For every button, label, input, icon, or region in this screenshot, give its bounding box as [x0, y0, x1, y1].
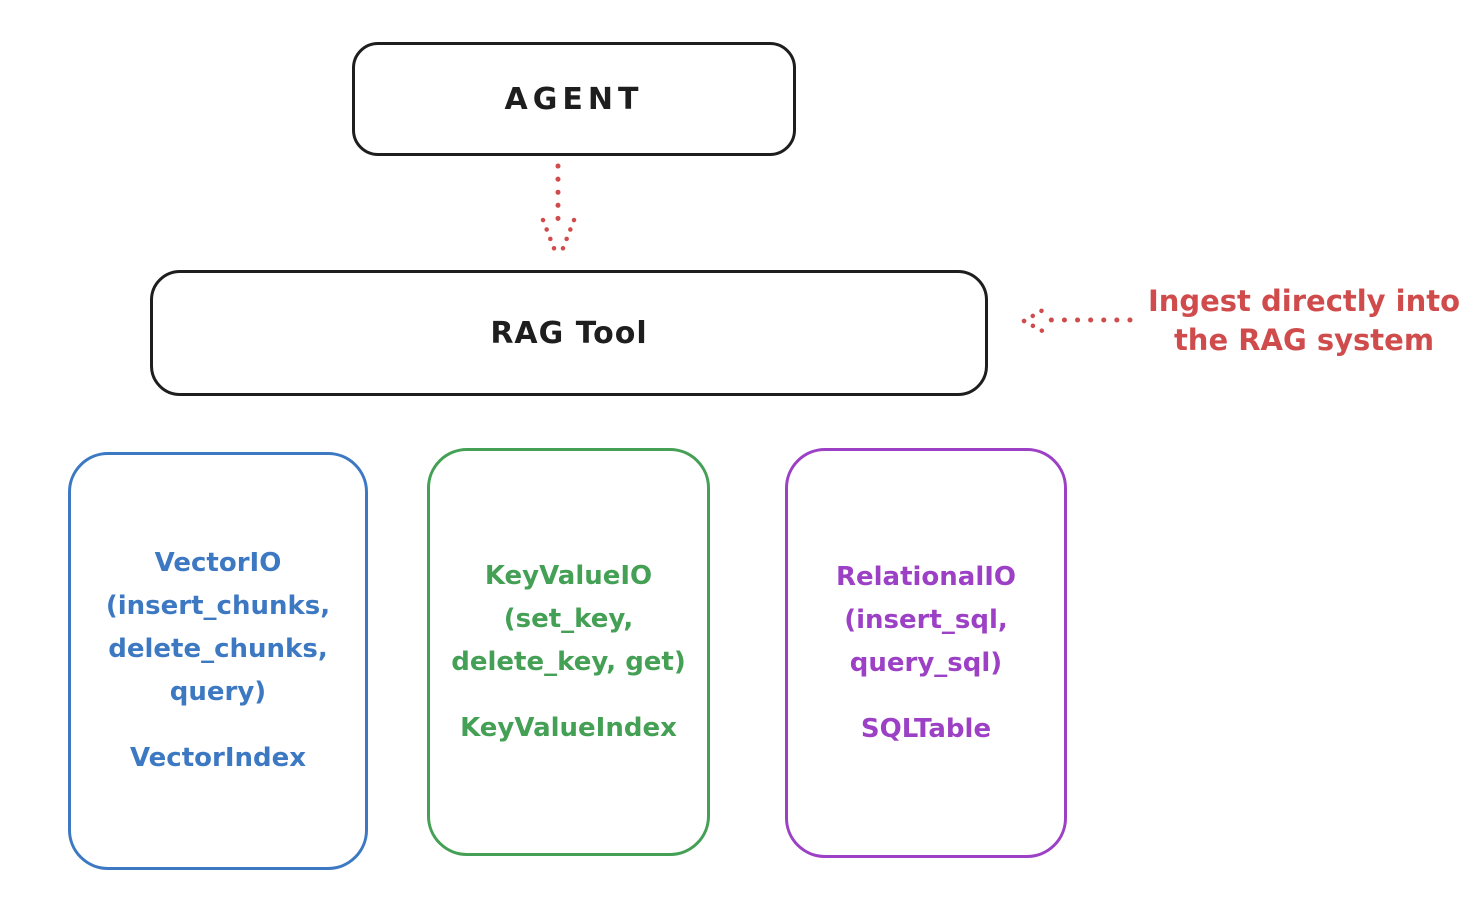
key-value-io-card-text: KeyValueIO (set_key, delete_key, get) Ke…: [451, 555, 686, 750]
relational-io-card-text: RelationalIO (insert_sql, query_sql) SQL…: [836, 556, 1016, 751]
vector-io-card-text: VectorIO (insert_chunks, delete_chunks, …: [106, 542, 330, 780]
ingest-annotation: Ingest directly into the RAG system: [1134, 282, 1474, 360]
card-line: RelationalIO: [835, 561, 1017, 592]
rag-tool-label: RAG Tool: [490, 315, 648, 351]
key-value-index-label: KeyValueIndex: [460, 712, 677, 743]
vector-io-card: VectorIO (insert_chunks, delete_chunks, …: [68, 452, 368, 870]
card-line: VectorIO: [154, 548, 282, 578]
ingest-annotation-line-1: Ingest directly into: [1147, 284, 1461, 318]
card-line: query): [169, 677, 267, 707]
agent-node: AGENT: [352, 42, 796, 156]
ingest-annotation-arrow-icon: [1021, 304, 1133, 337]
card-line: delete_key, get): [451, 646, 686, 677]
card-line: delete_chunks,: [108, 634, 328, 664]
sql-table-label: SQLTable: [860, 713, 992, 744]
card-line: (insert_sql,: [844, 604, 1008, 635]
agent-to-rag-arrow-icon: [540, 163, 577, 259]
vector-index-label: VectorIndex: [129, 743, 307, 773]
card-line: (set_key,: [503, 603, 634, 634]
ingest-annotation-line-2: the RAG system: [1173, 323, 1435, 357]
relational-io-card: RelationalIO (insert_sql, query_sql) SQL…: [785, 448, 1067, 858]
key-value-io-card: KeyValueIO (set_key, delete_key, get) Ke…: [427, 448, 710, 856]
card-line: (insert_chunks,: [105, 591, 331, 621]
agent-label: AGENT: [504, 81, 644, 117]
card-line: KeyValueIO: [484, 560, 653, 591]
rag-tool-node: RAG Tool: [150, 270, 988, 396]
card-line: query_sql): [849, 647, 1003, 678]
